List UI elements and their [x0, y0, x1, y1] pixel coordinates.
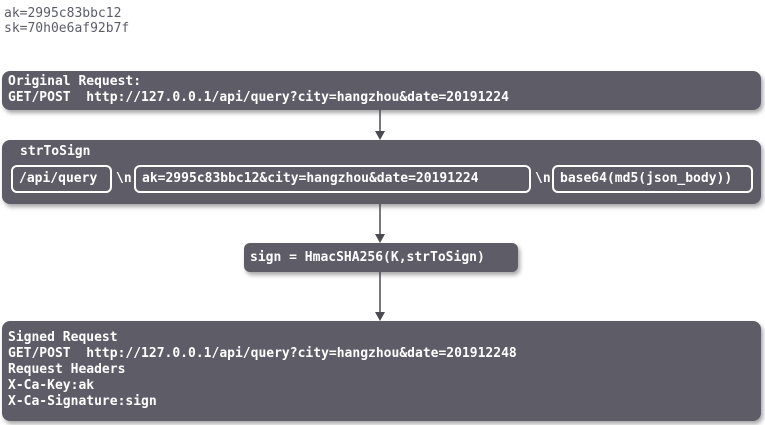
newline-separator-1: \n	[116, 171, 132, 186]
credentials: ak=2995c83bbc12 sk=70h0e6af92b7f	[4, 6, 129, 36]
header-key: X-Ca-Key:ak	[8, 378, 95, 393]
params-segment: ak=2995c83bbc12&city=hangzhou&date=20191…	[134, 165, 531, 193]
secret-key-text: sk=70h0e6af92b7f	[4, 21, 130, 36]
sign-formula: sign = HmacSHA256(K,strToSign)	[250, 250, 485, 265]
sign-formula-box: sign = HmacSHA256(K,strToSign)	[244, 243, 518, 272]
request-headers-title: Request Headers	[8, 362, 126, 377]
arrowhead-3	[375, 312, 385, 321]
path-segment: /api/query	[11, 165, 112, 193]
header-signature: X-Ca-Signature:sign	[8, 394, 157, 409]
original-request-title: Original Request:	[8, 74, 142, 89]
arrowhead-2	[375, 234, 385, 243]
signed-request-url: GET/POST http://127.0.0.1/api/query?city…	[8, 346, 517, 361]
original-request-box: Original Request: GET/POST http://127.0.…	[2, 71, 761, 110]
newline-separator-2: \n	[535, 171, 551, 186]
str-to-sign-title: strToSign	[20, 144, 91, 159]
signed-request-box: Signed Request GET/POST http://127.0.0.1…	[2, 321, 761, 421]
original-request-url: GET/POST http://127.0.0.1/api/query?city…	[8, 90, 509, 105]
body-hash-segment: base64(md5(json_body))	[552, 165, 753, 193]
arrowhead-1	[375, 131, 385, 140]
access-key-text: ak=2995c83bbc12	[4, 6, 122, 21]
str-to-sign-box: strToSign /api/query \n ak=2995c83bbc12&…	[2, 140, 761, 204]
signed-request-title: Signed Request	[8, 330, 118, 345]
